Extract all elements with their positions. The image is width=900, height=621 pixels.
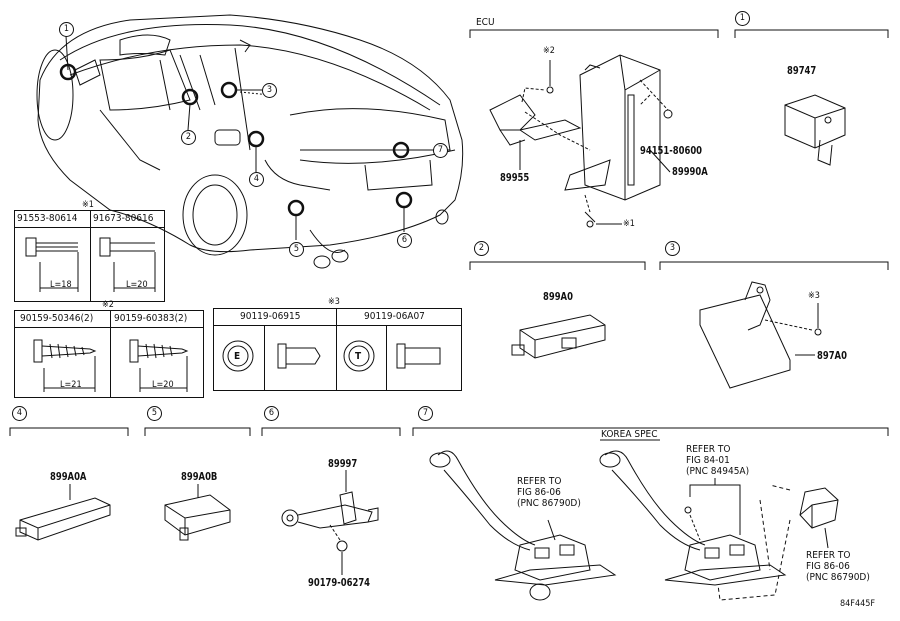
refer-to-block-3[interactable]: REFER TO FIG 86-06 (PNC 86790D) [806,550,870,583]
refer-2-line-1: REFER TO [686,444,731,455]
table1-mark: ※1 [82,200,94,210]
refer-1-line-1: REFER TO [517,476,562,487]
part-89747-drawing [784,94,846,166]
refer-2-line-2: FIG 84-01 [686,455,730,466]
table1-header-2[interactable]: 91673-80616 [93,213,154,224]
s5-bracket [144,427,251,436]
mark-ref-2-ecu: ※2 [543,46,555,56]
section-1-marker: 1 [735,11,750,26]
part-number-89955[interactable]: 89955 [500,171,530,184]
refer-to-block-1[interactable]: REFER TO FIG 86-06 (PNC 86790D) [517,476,581,509]
table3-mark: ※3 [328,297,340,307]
figure-id: 84F445F [840,599,876,609]
car-callout-leaders [59,35,434,240]
ecu-drawing [489,54,673,228]
car-callout-2: 2 [181,130,196,145]
refer-to-block-2[interactable]: REFER TO FIG 84-01 (PNC 84945A) [686,444,749,477]
section-6-marker: 6 [264,406,279,421]
part-number-94151-80600[interactable]: 94151-80600 [640,144,703,157]
refer-3-line-2: FIG 86-06 [806,561,850,572]
s6-bracket [261,427,401,436]
s1-bracket [734,29,889,38]
table3-header-1[interactable]: 90119-06915 [240,311,301,322]
table2-header-1[interactable]: 90159-50346(2) [20,313,94,324]
mark-ref-3-897A0: ※3 [808,291,820,301]
table3-mark-t: T [355,351,362,362]
table2-header-2[interactable]: 90159-60383(2) [114,313,188,324]
part-89997-drawing [281,470,379,575]
car-callout-1: 1 [59,22,74,37]
fastener-table-1 [14,210,165,302]
korea-spec-label: KOREA SPEC [601,429,658,440]
table3-mark-e: E [234,351,241,362]
table1-length-2: L=20 [126,280,148,290]
part-number-90179-06274[interactable]: 90179-06274 [308,576,371,589]
table1-header-1[interactable]: 91553-80614 [17,213,78,224]
refer-2-line-3: (PNC 84945A) [686,466,750,477]
table2-length-1: L=21 [60,380,82,390]
car-illustration [36,14,464,269]
part-number-89747[interactable]: 89747 [787,64,817,77]
section-3-marker: 3 [665,241,680,256]
table1-length-1: L=18 [50,280,72,290]
s7-bracket [412,427,889,436]
car-callout-7: 7 [433,143,448,158]
car-callout-5: 5 [289,242,304,257]
table2-mark: ※2 [102,300,114,310]
camera-assembly-left [429,447,617,601]
fastener-drawings [25,237,441,392]
part-number-897A0[interactable]: 897A0 [817,349,847,362]
s4-bracket [9,427,129,436]
refer-3-line-1: REFER TO [806,550,851,561]
s2-bracket [469,261,646,270]
car-callout-3: 3 [262,83,277,98]
part-number-899A0B[interactable]: 899A0B [181,470,218,483]
car-callout-4: 4 [249,172,264,187]
table3-header-2[interactable]: 90119-06A07 [364,311,425,322]
part-899A0-drawing [511,314,606,359]
section-5-marker: 5 [147,406,162,421]
car-callout-6: 6 [397,233,412,248]
section-4-marker: 4 [12,406,27,421]
part-number-899A0[interactable]: 899A0 [543,290,573,303]
s3-bracket [659,261,889,270]
part-899A0A-drawing [15,484,111,541]
fastener-table-2 [14,310,204,398]
ecu-bracket [469,29,719,38]
refer-1-line-2: FIG 86-06 [517,487,561,498]
part-number-89997[interactable]: 89997 [328,457,358,470]
part-number-899A0A[interactable]: 899A0A [50,470,87,483]
part-899A0B-drawing [164,484,231,541]
camera-assembly-right [599,447,839,601]
refer-3-line-3: (PNC 86790D) [806,572,870,583]
ecu-section-label: ECU [476,17,495,28]
section-7-marker: 7 [418,406,433,421]
refer-1-line-3: (PNC 86790D) [517,498,581,509]
part-number-89990A[interactable]: 89990A [672,165,708,178]
part-897A0-drawing [699,281,822,389]
fastener-table-3 [213,308,462,391]
section-2-marker: 2 [474,241,489,256]
mark-ref-1-ecu: ※1 [623,219,635,229]
table2-length-2: L=20 [152,380,174,390]
